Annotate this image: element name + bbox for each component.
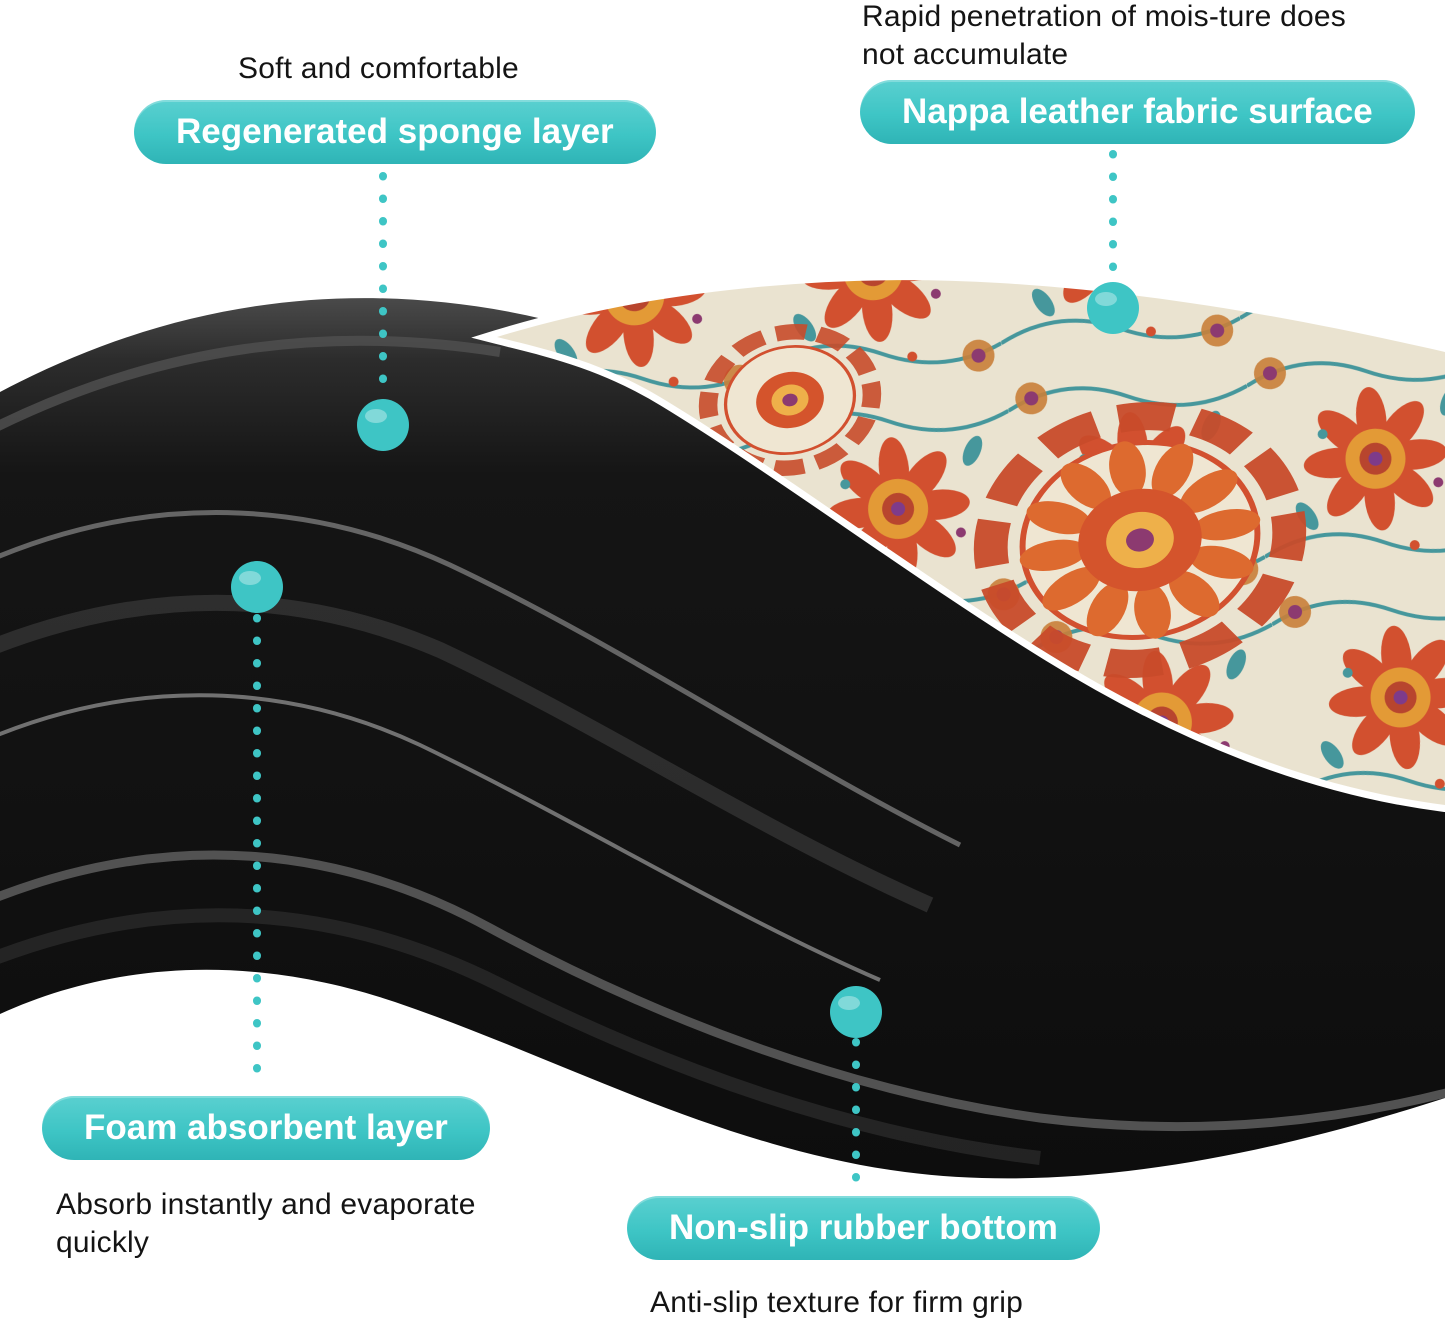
callout-dot-fabric (1087, 282, 1139, 334)
callout-dot-rubber (830, 986, 882, 1038)
caption-fabric-surface: Rapid penetration of mois-ture does not … (862, 0, 1346, 72)
caption-sponge-layer: Soft and comfortable (238, 52, 519, 85)
caption-rubber-bottom: Anti-slip texture for firm grip (650, 1286, 1023, 1319)
caption-foam-layer: Absorb instantly and evaporate quickly (56, 1188, 476, 1260)
label-rubber-bottom: Non-slip rubber bottom (627, 1196, 1100, 1260)
mat-body-shape (0, 298, 1445, 1179)
label-fabric-surface: Nappa leather fabric surface (860, 80, 1415, 144)
callout-dot-sponge (357, 399, 409, 451)
label-foam-layer: Foam absorbent layer (42, 1096, 490, 1160)
callout-dot-foam (231, 561, 283, 613)
mat-layer-lines (0, 335, 1445, 1165)
label-sponge-layer: Regenerated sponge layer (134, 100, 656, 164)
